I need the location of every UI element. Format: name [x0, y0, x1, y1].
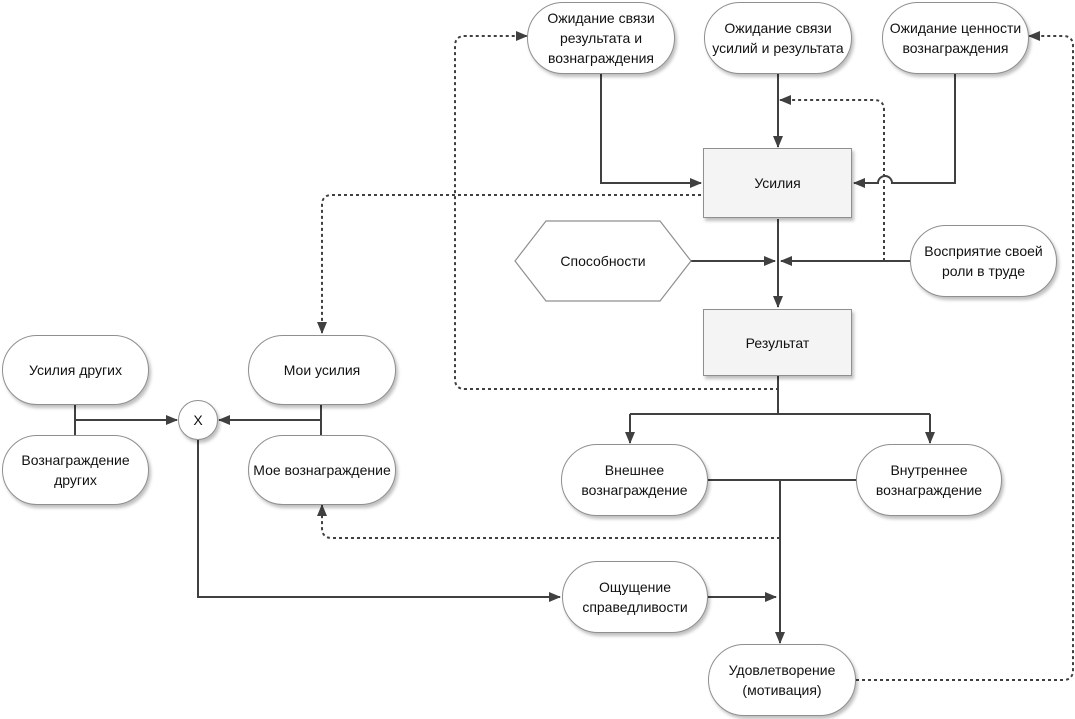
dash-effort-to-my-effort — [317, 194, 701, 334]
node-satisfaction: Удовлетворение (мотивация) — [708, 644, 856, 716]
line-compare-to-fairness — [197, 440, 561, 602]
node-result: Результат — [703, 309, 852, 376]
node-my-reward: Мое вознаграждение — [248, 435, 396, 505]
node-external-reward: Внешнее вознаграждение — [561, 444, 708, 516]
dash-role-to-expectancy — [779, 95, 885, 261]
node-expect-reward-value: Ожидание ценности вознаграждения — [882, 2, 1029, 74]
hexagon-shape — [514, 220, 692, 302]
dash-result-to-expectancy — [454, 31, 779, 390]
node-internal-reward: Внутреннее вознаграждение — [856, 444, 1002, 516]
line-to-external-reward — [630, 413, 930, 443]
node-ability: Способности — [514, 220, 692, 302]
node-compare: X — [178, 400, 218, 440]
dash-satisfaction-to-value — [856, 31, 1074, 681]
node-fairness: Ощущение справедливости — [562, 561, 708, 633]
line-mine-to-compare — [219, 405, 322, 435]
node-expect-reward-link: Ожидание связи результата и вознагражден… — [527, 2, 675, 74]
node-effort: Усилия — [703, 148, 852, 218]
node-expect-effort-link: Ожидание связи усилий и результата — [704, 2, 852, 74]
node-role-perception: Восприятие своей роли в труде — [910, 225, 1057, 297]
node-my-effort: Мои усилия — [248, 335, 396, 405]
line-reward-link-to-effort — [600, 74, 702, 188]
node-others-effort: Усилия других — [2, 335, 149, 405]
dash-reward-to-my-reward — [317, 504, 780, 539]
line-others-to-compare — [74, 405, 177, 435]
node-others-reward: Вознаграждение других — [2, 435, 149, 505]
line-value-to-effort — [853, 74, 956, 188]
